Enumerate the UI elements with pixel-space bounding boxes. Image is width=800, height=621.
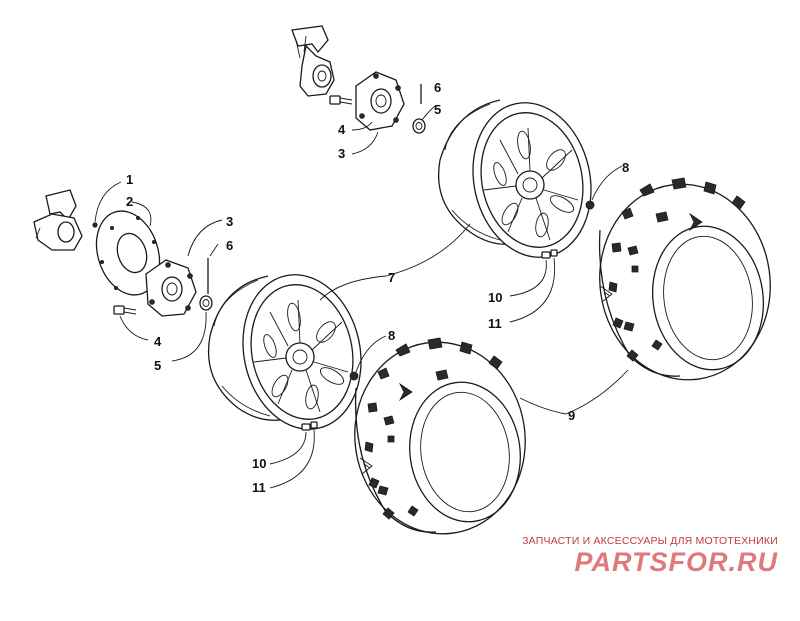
upper-valve-cap-11 <box>550 249 558 257</box>
callout-6-upper: 6 <box>434 80 441 95</box>
callout-5-upper: 5 <box>434 102 441 117</box>
lower-valve-cap-11 <box>310 421 318 429</box>
callout-7: 7 <box>388 270 395 285</box>
callout-10-lower: 10 <box>252 456 266 471</box>
callout-labels: 1 2 3 6 4 5 6 5 4 3 7 8 8 9 10 11 10 11 <box>126 80 629 495</box>
lower-spindle-nut-5 <box>199 295 213 311</box>
lower-tire <box>354 337 526 535</box>
callout-3-upper: 3 <box>338 146 345 161</box>
lower-hub-bolt-4 <box>113 305 137 315</box>
callout-11-lower: 11 <box>252 480 266 495</box>
callout-3-lower: 3 <box>226 214 233 229</box>
callout-4-lower: 4 <box>154 334 162 349</box>
upper-hub-bolt-4 <box>329 95 353 105</box>
lower-steering-knuckle <box>33 189 83 251</box>
upper-wheel-rim <box>437 99 592 258</box>
lower-wheel-rim <box>207 274 362 430</box>
lower-wheel-hub <box>145 259 197 317</box>
callout-1: 1 <box>126 172 133 187</box>
callout-9: 9 <box>568 408 575 423</box>
upper-spindle-nut-5 <box>412 118 426 134</box>
upper-wheel-hub <box>355 71 405 131</box>
upper-steering-knuckle <box>291 25 335 97</box>
callout-2: 2 <box>126 194 133 209</box>
callout-10-upper: 10 <box>488 290 502 305</box>
watermark: ЗАПЧАСТИ И АКСЕССУАРЫ ДЛЯ МОТОТЕХНИКИ PA… <box>522 535 778 577</box>
watermark-logo: PARTSFOR.RU <box>574 547 778 577</box>
callout-8-upper: 8 <box>622 160 629 175</box>
callout-11-upper: 11 <box>488 316 502 331</box>
lower-valve-stem-10 <box>301 423 311 431</box>
lower-lug-nut-8 <box>349 371 359 381</box>
lower-brake-disc <box>95 210 161 296</box>
upper-lug-nut-8 <box>585 200 595 210</box>
watermark-tagline: ЗАПЧАСТИ И АКСЕССУАРЫ ДЛЯ МОТОТЕХНИКИ <box>522 535 778 547</box>
callout-8-lower: 8 <box>388 328 395 343</box>
callout-4-upper: 4 <box>338 122 346 137</box>
callout-6-lower: 6 <box>226 238 233 253</box>
upper-tire <box>598 177 771 381</box>
leader-lines <box>94 105 629 489</box>
callout-5-lower: 5 <box>154 358 161 373</box>
lower-disc-screw-1 <box>92 222 98 228</box>
upper-valve-stem-10 <box>541 251 551 259</box>
